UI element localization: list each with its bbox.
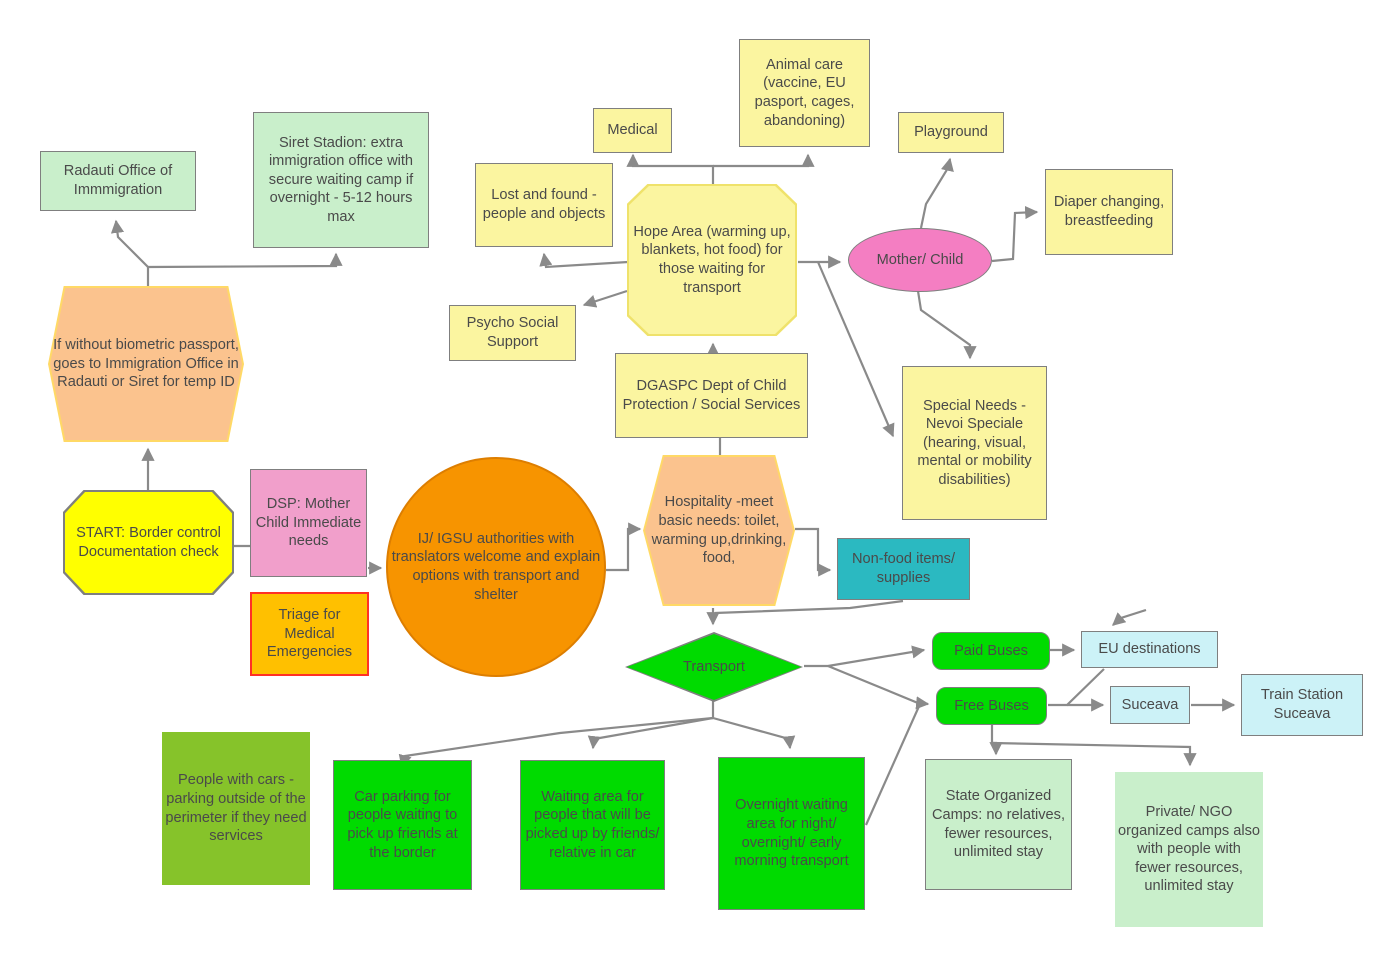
edge-hope-to-specialneeds bbox=[816, 261, 895, 438]
node-car-parking-label: Car parking for people waiting to pick u… bbox=[347, 788, 458, 861]
node-lost-and-found[interactable]: Lost and found -people and objects bbox=[475, 163, 613, 247]
node-animal-care[interactable]: Animal care (vaccine, EU pasport, cages,… bbox=[739, 39, 870, 147]
edge-circle-to-hospitality bbox=[606, 522, 642, 572]
node-transport-decision-label: Transport bbox=[683, 658, 745, 675]
node-psycho-social-support-label: Psycho Social Support bbox=[466, 315, 559, 350]
node-mother-child-label: Mother/ Child bbox=[876, 251, 964, 268]
edge-transport-to-paid bbox=[804, 645, 926, 668]
edge-mother-to-diaper bbox=[991, 205, 1039, 263]
node-medical[interactable]: Medical bbox=[593, 108, 672, 153]
node-triage-medical-label: Triage for Medical Emergencies bbox=[266, 607, 353, 661]
node-overnight-waiting-area[interactable]: Overnight waiting area for night/ overni… bbox=[718, 757, 865, 910]
node-eu-destinations-label: EU destinations bbox=[1098, 641, 1201, 658]
node-overnight-waiting-area-label: Overnight waiting area for night/ overni… bbox=[734, 797, 849, 870]
edge-hope-to-psycho bbox=[582, 289, 628, 308]
node-suceava-label: Suceava bbox=[1121, 696, 1179, 713]
node-waiting-area-label: Waiting area for people that will be pic… bbox=[525, 788, 660, 861]
node-special-needs[interactable]: Special Needs - Nevoi Speciale (hearing,… bbox=[902, 366, 1047, 520]
node-ij-igsu-authorities[interactable]: IJ/ IGSU authorities with translators we… bbox=[386, 457, 606, 677]
node-start-border-control-label: START: Border control Documentation chec… bbox=[76, 524, 221, 560]
node-playground-label: Playground bbox=[914, 124, 988, 141]
node-dgaspc[interactable]: DGASPC Dept of Child Protection / Social… bbox=[615, 353, 808, 438]
edge-transport-to-overnight bbox=[712, 716, 796, 750]
node-psycho-social-support[interactable]: Psycho Social Support bbox=[449, 305, 576, 361]
node-suceava[interactable]: Suceava bbox=[1110, 686, 1190, 724]
node-private-ngo-camps-label: Private/ NGO organized camps also with p… bbox=[1118, 804, 1260, 895]
node-diaper-changing[interactable]: Diaper changing, breastfeeding bbox=[1045, 169, 1173, 255]
node-train-station-suceava-label: Train Station Suceava bbox=[1260, 687, 1344, 722]
edge-hope-to-lostfound bbox=[539, 252, 629, 269]
edge-mother-to-playground bbox=[919, 157, 954, 229]
node-diaper-changing-label: Diaper changing, breastfeeding bbox=[1053, 194, 1165, 229]
node-no-biometric-passport[interactable]: If without biometric passport, goes to I… bbox=[48, 286, 244, 442]
edge-eu-top-stub bbox=[1112, 608, 1147, 626]
edge-free-fork-diagonal bbox=[1048, 668, 1105, 707]
node-ij-igsu-authorities-label: IJ/ IGSU authorities with translators we… bbox=[391, 530, 601, 603]
node-paid-buses[interactable]: Paid Buses bbox=[932, 632, 1050, 670]
edge-hospitality-to-nonfood bbox=[795, 527, 832, 577]
node-start-border-control[interactable]: START: Border control Documentation chec… bbox=[63, 490, 234, 595]
node-nonfood-items-label: Non-food items/ supplies bbox=[851, 551, 955, 586]
node-hospitality[interactable]: Hospitality -meet basic needs: toilet, w… bbox=[643, 455, 795, 606]
edge-nonfood-join bbox=[714, 599, 904, 615]
node-hospitality-label: Hospitality -meet basic needs: toilet, w… bbox=[651, 494, 787, 567]
node-no-biometric-passport-label: If without biometric passport, goes to I… bbox=[53, 337, 239, 391]
node-triage-medical[interactable]: Triage for Medical Emergencies bbox=[250, 592, 369, 676]
edge-hope-to-animal bbox=[713, 153, 815, 168]
node-people-with-cars[interactable]: People with cars - parking outside of th… bbox=[162, 732, 310, 885]
node-train-station-suceava[interactable]: Train Station Suceava bbox=[1241, 674, 1363, 736]
node-eu-destinations[interactable]: EU destinations bbox=[1081, 631, 1218, 668]
edge-passport-to-radauti bbox=[110, 219, 149, 268]
node-state-organized-camps[interactable]: State Organized Camps: no relatives, few… bbox=[925, 759, 1072, 890]
node-animal-care-label: Animal care (vaccine, EU pasport, cages,… bbox=[754, 56, 855, 129]
node-siret-stadion[interactable]: Siret Stadion: extra immigration office … bbox=[253, 112, 429, 248]
node-lost-and-found-label: Lost and found -people and objects bbox=[482, 187, 606, 222]
node-dsp-mother-child-label: DSP: Mother Child Immediate needs bbox=[255, 496, 362, 550]
node-radauti-office-label: Radauti Office of Immmigration bbox=[63, 163, 173, 198]
edge-mother-to-specialneeds bbox=[916, 290, 977, 360]
edge-free-to-statecamps bbox=[989, 725, 1003, 756]
edge-overnight-join-free bbox=[864, 703, 922, 826]
edge-passport-to-siret bbox=[146, 252, 343, 286]
node-medical-label: Medical bbox=[607, 122, 658, 139]
node-free-buses[interactable]: Free Buses bbox=[936, 687, 1047, 725]
edge-transport-to-waiting bbox=[587, 716, 714, 750]
node-paid-buses-label: Paid Buses bbox=[954, 642, 1028, 659]
node-people-with-cars-label: People with cars - parking outside of th… bbox=[165, 772, 307, 845]
edge-transport-to-free bbox=[827, 664, 930, 710]
node-private-ngo-camps[interactable]: Private/ NGO organized camps also with p… bbox=[1115, 772, 1263, 927]
node-mother-child[interactable]: Mother/ Child bbox=[848, 228, 992, 292]
edge-hope-to-medical bbox=[626, 153, 715, 184]
node-siret-stadion-label: Siret Stadion: extra immigration office … bbox=[268, 134, 414, 225]
node-dsp-mother-child[interactable]: DSP: Mother Child Immediate needs bbox=[250, 469, 367, 577]
edge-free-to-privatengo bbox=[991, 741, 1197, 767]
node-hope-area[interactable]: Hope Area (warming up, blankets, hot foo… bbox=[627, 184, 797, 336]
node-playground[interactable]: Playground bbox=[898, 112, 1004, 153]
node-special-needs-label: Special Needs - Nevoi Speciale (hearing,… bbox=[917, 397, 1032, 488]
node-nonfood-items[interactable]: Non-food items/ supplies bbox=[837, 538, 970, 600]
node-hope-area-label: Hope Area (warming up, blankets, hot foo… bbox=[633, 223, 791, 296]
node-radauti-office[interactable]: Radauti Office of Immmigration bbox=[40, 151, 196, 211]
node-dgaspc-label: DGASPC Dept of Child Protection / Social… bbox=[622, 377, 801, 413]
node-state-organized-camps-label: State Organized Camps: no relatives, few… bbox=[931, 788, 1066, 861]
node-free-buses-label: Free Buses bbox=[954, 697, 1029, 714]
node-car-parking[interactable]: Car parking for people waiting to pick u… bbox=[333, 760, 472, 890]
node-waiting-area[interactable]: Waiting area for people that will be pic… bbox=[520, 760, 665, 890]
